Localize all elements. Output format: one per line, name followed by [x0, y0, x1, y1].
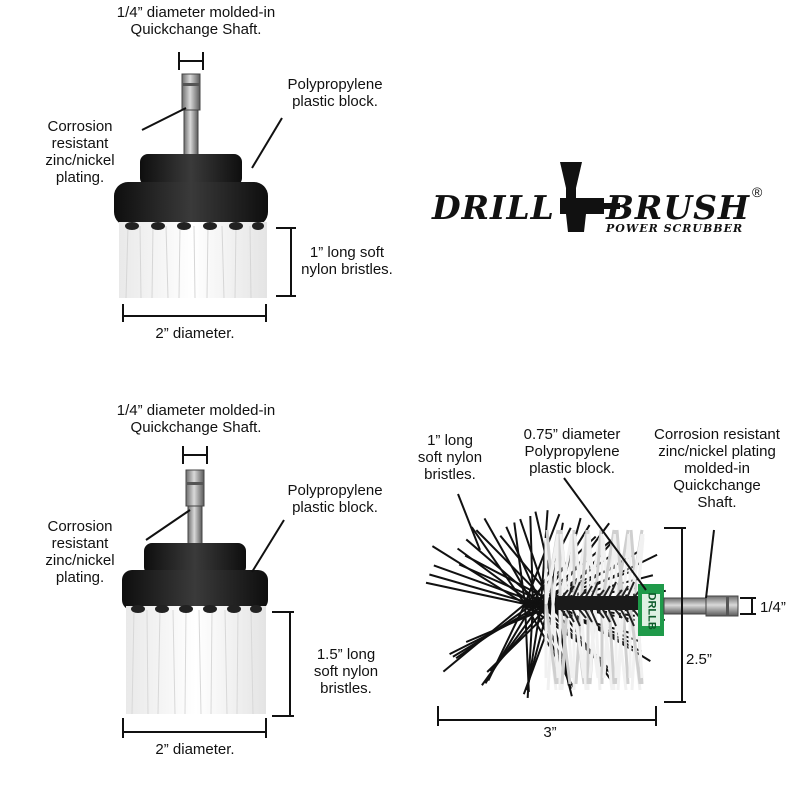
brush-1-block-leader: [251, 117, 283, 169]
brush-2-block-top: [144, 543, 246, 575]
brush-1-diameter-label: 2” diameter.: [155, 325, 235, 342]
brush-3-core: [556, 596, 642, 610]
brush-3-shaft-label: Corrosion resistant zinc/nickel plating …: [654, 426, 780, 511]
brush-2-block-leader: [251, 519, 285, 573]
brush-3-block-label: 0.75” diameter Polypropylene plastic blo…: [523, 426, 621, 477]
brush-3-round-shaft: [663, 597, 709, 615]
brush-1-block-label: Polypropylene plastic block.: [287, 76, 383, 110]
brush-2-bristle-label: 1.5” long soft nylon bristles.: [313, 646, 379, 697]
brush-2-round-shaft: [187, 505, 203, 547]
brush-3-shaft-dim-label: 1/4”: [760, 599, 786, 616]
brush-1-plating-leader: [141, 107, 187, 131]
logo-word-drill: DRILL: [432, 188, 555, 227]
logo-registered-mark: ®: [752, 184, 763, 200]
brush-2: [122, 446, 294, 738]
brush-1-shaft-dimension: [178, 52, 204, 70]
brush-1-bristles: [119, 222, 267, 299]
brush-3-length-dimension: [437, 706, 657, 726]
brush-3: [425, 477, 756, 726]
brush-3-length-dim-label: 3”: [543, 724, 557, 741]
brush-1-bristle-dimension: [276, 227, 296, 297]
brush-3-bristle-leader: [457, 493, 481, 551]
brush-3-shaft-dimension: [740, 597, 756, 615]
brush-1-block-base: [114, 182, 268, 226]
logo-word-brush: BRUSH: [606, 188, 751, 227]
brush-1-block-top: [140, 154, 242, 186]
brush-2-plating-leader: [145, 509, 191, 541]
brush-3-collar-text: DRLLB: [645, 592, 658, 630]
brush-2-plating-label: Corrosion resistant zinc/nickel plating.: [45, 518, 115, 586]
brush-3-height-dim-label: 2.5”: [686, 651, 712, 668]
brush-3-shaft-leader: [705, 529, 715, 599]
brush-3-block-leader: [563, 477, 647, 591]
brush-2-bristles: [126, 605, 266, 715]
brush-2-diameter-label: 2” diameter.: [155, 741, 235, 758]
brush-1: [114, 52, 296, 322]
brush-1-plating-label: Corrosion resistant zinc/nickel plating.: [45, 118, 115, 186]
brush-3-hex-shaft: [705, 595, 739, 617]
brush-1-bristle-label: 1” long soft nylon bristles.: [301, 244, 393, 278]
brush-1-round-shaft: [183, 109, 199, 157]
brush-2-bristle-dimension: [272, 611, 294, 717]
drill-mascot-icon: [560, 162, 620, 232]
brush-2-hex-shaft: [185, 469, 205, 507]
brush-1-hex-shaft: [181, 73, 201, 111]
brush-2-diameter-dimension: [122, 718, 267, 738]
brush-1-shaft-label: 1/4” diameter molded-in Quickchange Shaf…: [116, 4, 276, 38]
brush-2-shaft-label: 1/4” diameter molded-in Quickchange Shaf…: [116, 402, 276, 436]
logo-tagline: POWER SCRUBBER: [606, 222, 744, 235]
brush-2-block-label: Polypropylene plastic block.: [287, 482, 383, 516]
drillbrush-logo: DRILL BRUSH POWER SCRUBBER ®: [430, 160, 770, 240]
brush-2-shaft-dimension: [182, 446, 208, 464]
brush-3-bristle-label: 1” long soft nylon bristles.: [417, 432, 483, 483]
brush-2-block-base: [122, 570, 268, 610]
brush-3-height-dimension: [664, 527, 686, 703]
brush-1-diameter-dimension: [122, 304, 267, 322]
